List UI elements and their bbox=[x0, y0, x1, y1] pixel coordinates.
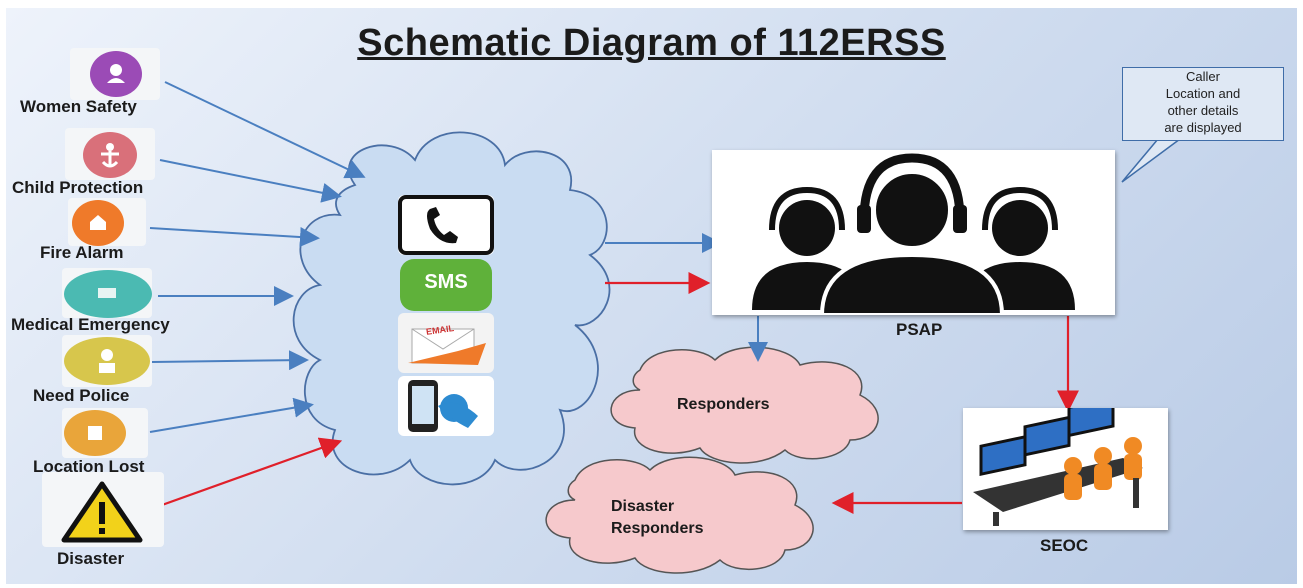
fire-alarm-label: Fire Alarm bbox=[40, 243, 124, 262]
email-tile: EMAIL bbox=[398, 313, 494, 373]
psap-label: PSAP bbox=[896, 320, 943, 339]
disaster-responders-label-line1: Disaster bbox=[611, 498, 675, 515]
sms-tile: SMS bbox=[400, 259, 492, 311]
phone-call-tile bbox=[398, 195, 494, 255]
medical-emergency-label: Medical Emergency bbox=[11, 315, 170, 334]
operations-center-icon bbox=[973, 396, 1143, 526]
responders-label: Responders bbox=[677, 396, 770, 413]
warning-icon bbox=[60, 480, 144, 549]
woman-icon bbox=[90, 51, 142, 97]
email-icon bbox=[408, 328, 486, 365]
sms-icon: SMS bbox=[424, 271, 468, 293]
fire-alarm-icon bbox=[72, 200, 124, 246]
arrow-location-lost bbox=[149, 397, 314, 433]
smartphone-icon bbox=[408, 380, 478, 432]
location-lost-label: Location Lost bbox=[33, 457, 145, 476]
phone-icon bbox=[398, 195, 494, 255]
disaster-label: Disaster bbox=[57, 549, 125, 568]
callout-line-1: Caller bbox=[1186, 69, 1220, 84]
map-icon bbox=[64, 410, 126, 456]
arrow-fire-alarm bbox=[149, 227, 320, 248]
disaster-responders-label-line2: Responders bbox=[611, 520, 704, 537]
ambulance-icon bbox=[64, 270, 152, 318]
callout-pointer bbox=[1121, 138, 1181, 183]
seoc-box bbox=[963, 396, 1168, 530]
women-safety-badge bbox=[70, 48, 160, 100]
need-police-label: Need Police bbox=[33, 386, 130, 405]
police-icon bbox=[64, 337, 150, 385]
caller-details-callout: Caller Location and other details are di… bbox=[1122, 67, 1284, 141]
psap-box bbox=[712, 150, 1115, 317]
arrow-child-protection bbox=[159, 159, 342, 203]
callout-line-2: Location and bbox=[1165, 86, 1241, 101]
arrow-disaster bbox=[147, 437, 343, 512]
arrow-women-safety bbox=[164, 81, 366, 179]
call-center-agents-icon bbox=[752, 153, 1075, 317]
women-safety-label: Women Safety bbox=[20, 97, 137, 116]
callout-line-4: are displayed bbox=[1164, 120, 1242, 135]
arrow-need-police bbox=[151, 350, 309, 371]
mobile-app-tile bbox=[398, 376, 494, 436]
child-protection-label: Child Protection bbox=[12, 178, 144, 197]
callout-line-3: other details bbox=[1167, 103, 1239, 118]
disaster-responders-cloud bbox=[545, 456, 814, 574]
seoc-label: SEOC bbox=[1040, 536, 1089, 555]
child-icon bbox=[83, 132, 137, 178]
diagram-title: Schematic Diagram of 112ERSS bbox=[357, 22, 946, 64]
